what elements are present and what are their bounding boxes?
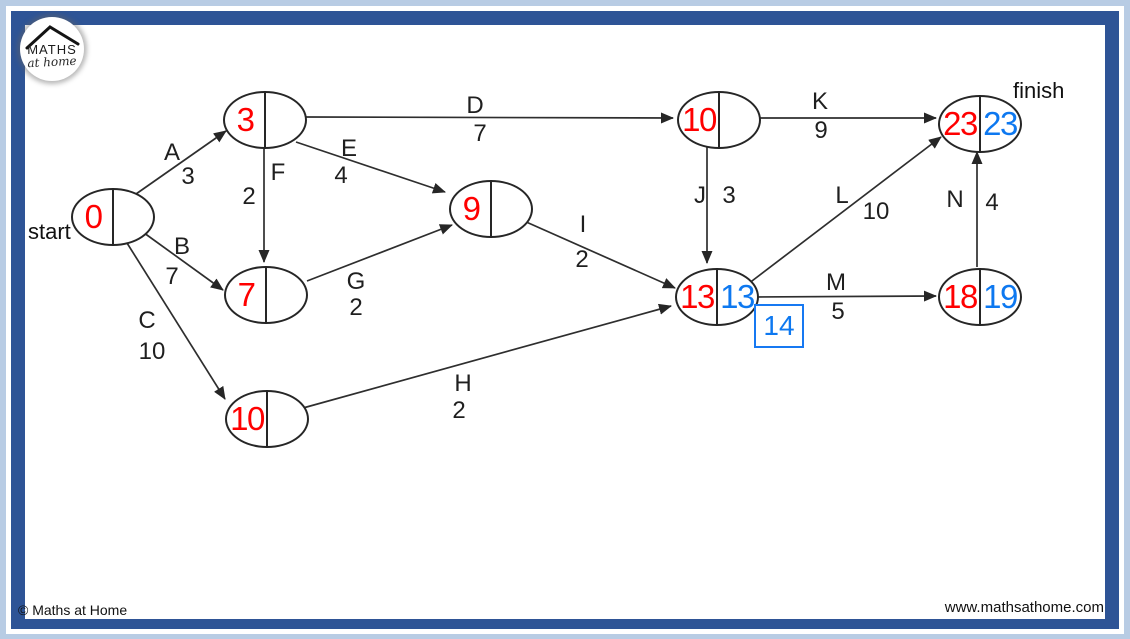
- edge-L-letter: L: [835, 182, 849, 209]
- maths-at-home-logo: MATHS at home: [20, 17, 84, 81]
- house-roof-icon: [25, 25, 80, 50]
- edge-G-duration: 2: [349, 294, 363, 321]
- node-n-18-19-late-time: 19: [983, 278, 1018, 315]
- node-b-7-divider: [265, 266, 267, 324]
- edge-M-duration: 5: [831, 298, 845, 325]
- node-c-10-early-time: 10: [230, 400, 265, 437]
- edge-B-arrow: [139, 229, 224, 291]
- node-e-9-late-time: [491, 182, 531, 236]
- edge-L-duration: 10: [862, 198, 890, 225]
- node-d-10-divider: [718, 91, 720, 149]
- edge-L-arrow: [747, 136, 942, 285]
- edge-H-letter: H: [454, 370, 472, 397]
- edge-K-duration: 9: [814, 117, 828, 144]
- edge-J-duration: 3: [722, 182, 736, 209]
- edge-C-arrow: [126, 242, 226, 400]
- node-start-early-time: 0: [84, 198, 103, 235]
- node-b-7-early-time: 7: [237, 276, 256, 313]
- node-d-10-late-time: [719, 93, 759, 147]
- node-c-10-divider: [266, 390, 268, 448]
- edge-A-letter: A: [163, 139, 181, 166]
- node-d-10-early-time: 10: [682, 101, 717, 138]
- edge-K-letter: K: [811, 88, 829, 115]
- edge-B-duration: 7: [165, 263, 179, 290]
- node-finish-late-time: 23: [983, 105, 1018, 142]
- slide-content-area: [25, 25, 1105, 619]
- edge-J-letter: J: [694, 182, 706, 209]
- edge-C-letter: C: [138, 307, 156, 334]
- edge-B-letter: B: [173, 233, 191, 260]
- edge-N-letter: N: [946, 186, 964, 213]
- node-d-10: 10: [677, 91, 761, 149]
- node-n-13-13-late-time: 13: [720, 278, 755, 315]
- node-n-18-19-divider: [979, 268, 981, 326]
- node-b-7-late-time: [266, 268, 306, 322]
- copyright-text: © Maths at Home: [18, 602, 128, 618]
- node-n-13-13-early-time: 13: [680, 278, 715, 315]
- start-label: start: [28, 219, 71, 244]
- edge-E-duration: 4: [334, 162, 348, 189]
- edge-G-letter: G: [346, 268, 366, 295]
- edge-N-duration: 4: [985, 189, 999, 216]
- edge-D-letter: D: [466, 92, 484, 119]
- node-c-10-late-time: [267, 392, 307, 446]
- node-a-3-late-time: [265, 93, 305, 147]
- node-b-7: 7: [224, 266, 308, 324]
- edge-I-duration: 2: [575, 246, 589, 273]
- float-value-box: 14: [754, 304, 804, 348]
- node-a-3: 3: [223, 91, 307, 149]
- edge-C-duration: 10: [138, 338, 166, 365]
- node-start-late-time: [113, 190, 153, 244]
- node-c-10: 10: [225, 390, 309, 448]
- edge-F-letter: F: [270, 159, 286, 186]
- edge-F-duration: 2: [242, 183, 256, 210]
- edge-D-arrow: [304, 112, 674, 124]
- node-n-13-13-divider: [716, 268, 718, 326]
- edge-A-arrow: [135, 130, 227, 195]
- edge-G-arrow: [306, 224, 453, 282]
- node-finish-divider: [979, 95, 981, 153]
- edge-I-letter: I: [579, 211, 587, 238]
- node-e-9: 9: [449, 180, 533, 238]
- finish-label: finish: [1013, 78, 1065, 103]
- node-a-3-early-time: 3: [236, 101, 255, 138]
- edge-D-duration: 7: [473, 120, 487, 147]
- edge-H-arrow: [302, 303, 672, 409]
- node-a-3-divider: [264, 91, 266, 149]
- edge-E-arrow: [295, 141, 446, 194]
- website-url: www.mathsathome.com: [944, 599, 1104, 616]
- node-n-18-19-early-time: 18: [943, 278, 978, 315]
- node-finish-early-time: 23: [943, 105, 978, 142]
- edge-A-duration: 3: [181, 163, 195, 190]
- edge-H-duration: 2: [452, 397, 466, 424]
- edge-M-arrow: [753, 290, 937, 302]
- node-e-9-divider: [490, 180, 492, 238]
- logo-name: MATHS: [27, 42, 77, 57]
- edge-M-letter: M: [826, 269, 846, 296]
- node-start: 0: [71, 188, 155, 246]
- edge-I-arrow: [523, 220, 676, 289]
- node-start-divider: [112, 188, 114, 246]
- edge-E-letter: E: [340, 135, 358, 162]
- node-e-9-early-time: 9: [462, 190, 481, 227]
